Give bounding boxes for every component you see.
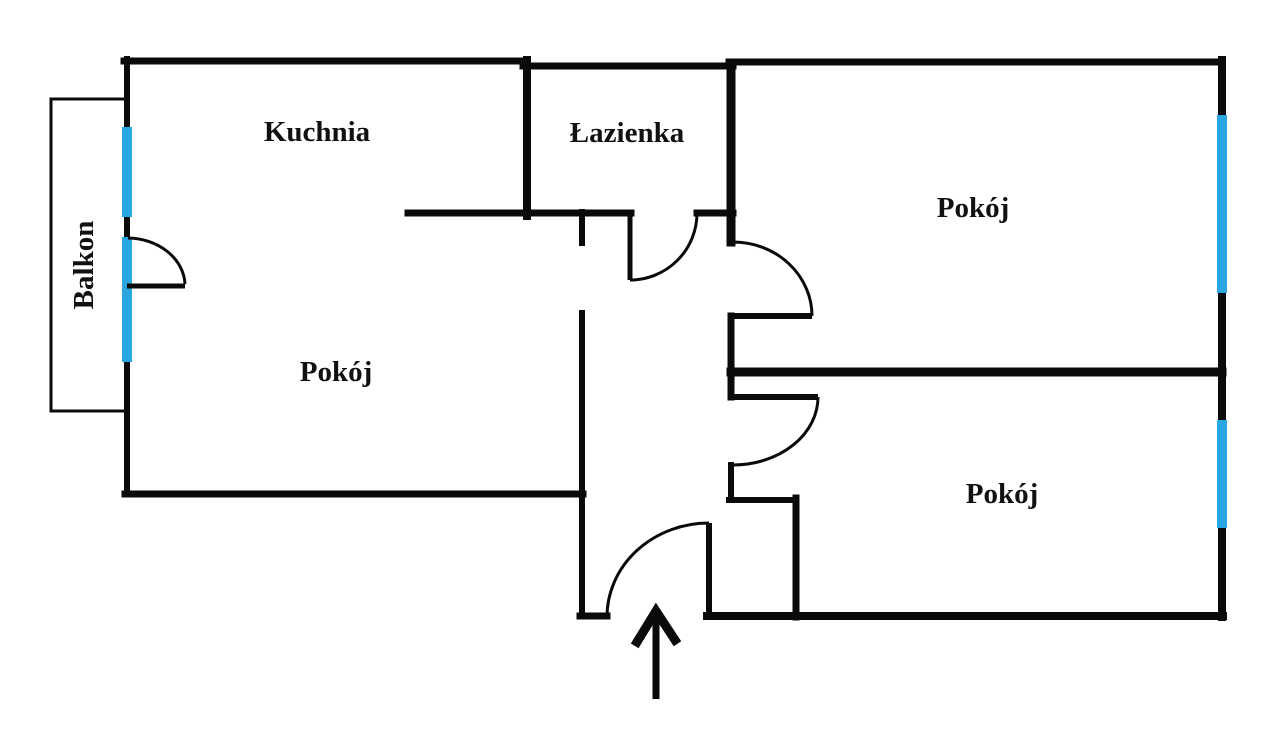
doors [127, 212, 820, 618]
room-label-room-left: Pokój [300, 356, 373, 388]
room-label-kitchen: Kuchnia [264, 116, 371, 148]
room-label-bathroom: Łazienka [570, 117, 685, 149]
entrance-arrow-icon [630, 602, 682, 699]
bathroom-door-swing-arc [629, 212, 699, 282]
room-label-balcony: Balkon [68, 221, 100, 310]
room-label-room-top-right: Pokój [937, 192, 1010, 224]
room-label-room-bottom-right: Pokój [966, 478, 1039, 510]
balcony-outline [49, 97, 127, 413]
entrance-door-swing-arc [605, 521, 710, 618]
entrance-arrow-head [630, 602, 682, 649]
room-bottom-right-door-swing-arc [732, 396, 820, 467]
windows [122, 115, 1227, 528]
room-top-right-door-swing-arc [732, 240, 814, 317]
balcony-door-swing-arc [127, 236, 187, 285]
room-labels: Kuchnia Łazienka Pokój Pokój Pokój Balko… [68, 116, 1038, 510]
